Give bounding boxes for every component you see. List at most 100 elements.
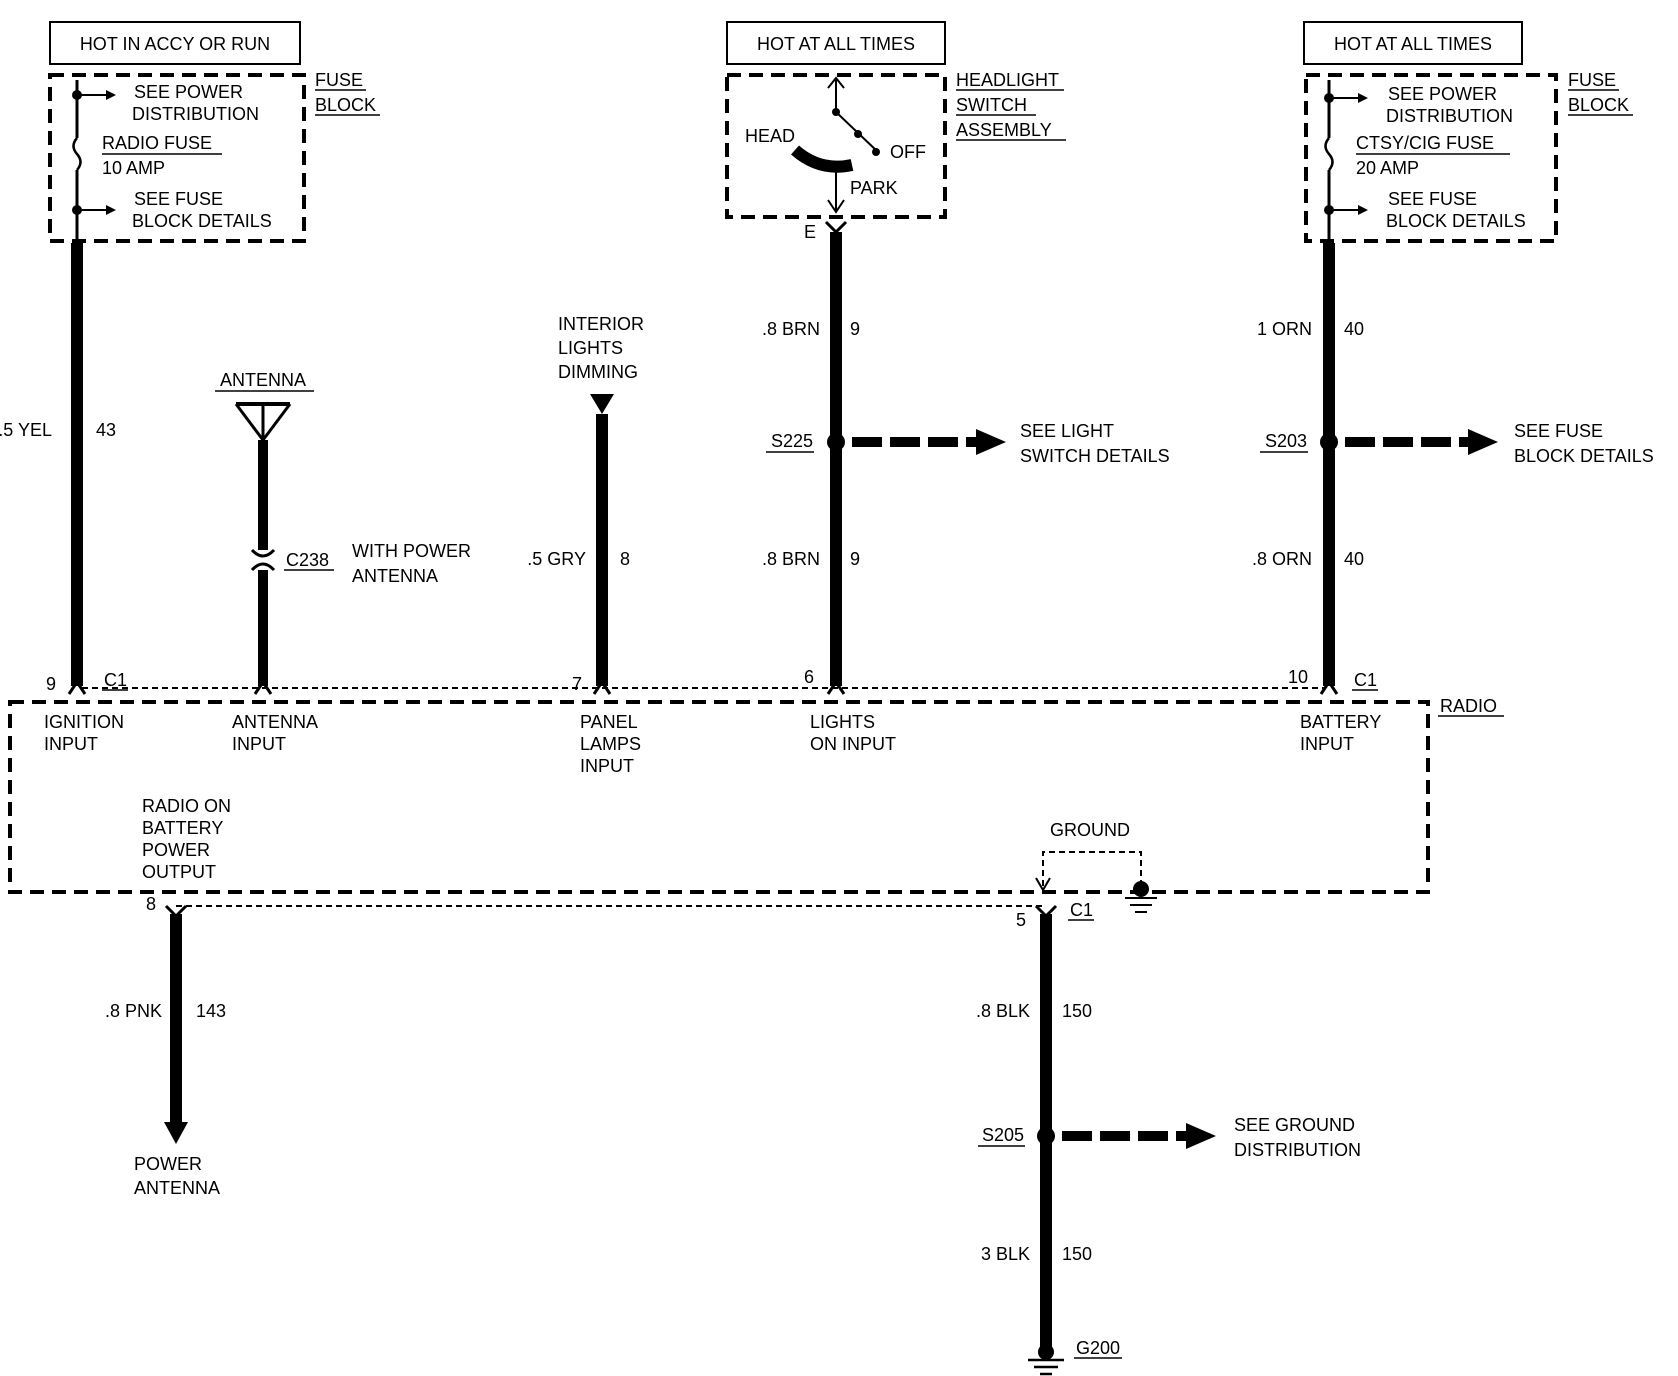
fuse-block-right-label-2: BLOCK (1568, 95, 1629, 115)
wire-black-bottom-circuit: 150 (1062, 1244, 1092, 1264)
headlight-switch-label-2: SWITCH (956, 95, 1027, 115)
power-source-left: HOT IN ACCY OR RUN (49, 21, 301, 65)
pin-battery: 10 (1288, 667, 1308, 687)
ctsy-cig-fuse-rating: 20 AMP (1356, 158, 1419, 178)
wire-ignition-circuit: 43 (96, 420, 116, 440)
radio-fuse-icon (72, 137, 82, 171)
splice-s205-icon (1037, 1127, 1055, 1145)
radio-panel-2: LAMPS (580, 734, 641, 754)
splice-s225-icon (827, 433, 845, 451)
antenna-note-2: ANTENNA (352, 566, 438, 586)
wire-orange-bottom-gauge: .8 ORN (1252, 549, 1312, 569)
ground-g200-icon (1028, 1358, 1064, 1376)
wire-orange-bottom-circuit: 40 (1344, 549, 1364, 569)
ctsy-cig-fuse-name: CTSY/CIG FUSE (1356, 133, 1494, 153)
radio-output-1: RADIO ON (142, 796, 231, 816)
wire-pink-circuit: 143 (196, 1001, 226, 1021)
splice-s203-icon (1320, 433, 1338, 451)
dimming-line-2: LIGHTS (558, 338, 623, 358)
fuse-right-see-fuse-1: SEE FUSE (1388, 189, 1477, 209)
wire-orange-top-circuit: 40 (1344, 319, 1364, 339)
radio-battery-1: BATTERY (1300, 712, 1381, 732)
radio-ignition-input-1: IGNITION (44, 712, 124, 732)
power-source-right: HOT AT ALL TIMES (1303, 21, 1523, 65)
pin-ground: 5 (1016, 910, 1026, 930)
radio-battery-2: INPUT (1300, 734, 1354, 754)
power-source-right-label: HOT AT ALL TIMES (1334, 34, 1492, 54)
radio-component: RADIO IGNITION INPUT ANTENNA INPUT PANEL… (8, 696, 1504, 913)
switch-position-park: PARK (850, 178, 898, 198)
dimming-line-3: DIMMING (558, 362, 638, 382)
dimming-source-icon (590, 394, 614, 414)
connector-c238-label: C238 (286, 550, 329, 570)
ctsy-cig-fuse-icon (1324, 137, 1334, 171)
wire-ignition-gauge: .5 YEL (0, 420, 52, 440)
splice-s205: S205 SEE GROUND DISTRIBUTION (978, 1115, 1361, 1160)
radio-panel-3: INPUT (580, 756, 634, 776)
connector-c1-right: C1 (1354, 670, 1377, 690)
wire-brown-bottom-circuit: 9 (850, 549, 860, 569)
splice-s203-id: S203 (1265, 431, 1307, 451)
fuse-right-see-fuse-2: BLOCK DETAILS (1386, 211, 1526, 231)
connector-c1-left: C1 (104, 670, 127, 690)
radio-lights-2: ON INPUT (810, 734, 896, 754)
fuse-block-right: FUSE BLOCK SEE POWER DISTRIBUTION CTSY/C… (1304, 70, 1633, 243)
splice-s225-ref-2: SWITCH DETAILS (1020, 446, 1170, 466)
wire-black-top-circuit: 150 (1062, 1001, 1092, 1021)
pin-lights: 6 (804, 667, 814, 687)
radio-antenna-input-1: ANTENNA (232, 712, 318, 732)
power-antenna-line-1: POWER (134, 1154, 202, 1174)
power-source-center: HOT AT ALL TIMES (726, 21, 946, 65)
power-source-center-label: HOT AT ALL TIMES (757, 34, 915, 54)
headlight-switch-label-1: HEADLIGHT (956, 70, 1059, 90)
wire-orange-top-gauge: 1 ORN (1257, 319, 1312, 339)
pin-output: 8 (146, 894, 156, 914)
wire-black-top-gauge: .8 BLK (976, 1001, 1030, 1021)
power-antenna-line-2: ANTENNA (134, 1178, 220, 1198)
pin-ignition: 9 (46, 674, 56, 694)
switch-position-head: HEAD (745, 126, 795, 146)
wire-ignition-43: .5 YEL 43 9 C1 (0, 243, 128, 695)
wire-power-antenna-143: 8 .8 PNK 143 POWER ANTENNA (105, 894, 226, 1198)
headlight-switch-label-3: ASSEMBLY (956, 120, 1052, 140)
wire-brown-bottom-gauge: .8 BRN (762, 549, 820, 569)
fuse-block-left: FUSE BLOCK SEE POWER DISTRIBUTION RADIO … (48, 70, 380, 243)
switch-terminal-e: E (804, 222, 816, 242)
splice-s225-ref-1: SEE LIGHT (1020, 421, 1114, 441)
radio-output-4: OUTPUT (142, 862, 216, 882)
wire-pink-gauge: .8 PNK (105, 1001, 162, 1021)
fuse-block-right-label-1: FUSE (1568, 70, 1616, 90)
antenna-circuit: ANTENNA C238 WITH POWER ANTENNA (215, 370, 471, 695)
splice-s225: S225 SEE LIGHT SWITCH DETAILS (766, 421, 1170, 466)
radio-lights-1: LIGHTS (810, 712, 875, 732)
fuse-right-see-power-1: SEE POWER (1388, 84, 1497, 104)
wire-gray-gauge: .5 GRY (527, 549, 586, 569)
wire-brown-top-gauge: .8 BRN (762, 319, 820, 339)
radio-label: RADIO (1440, 696, 1497, 716)
radio-ignition-input-2: INPUT (44, 734, 98, 754)
radio-output-2: BATTERY (142, 818, 223, 838)
wire-battery-40: 1 ORN 40 .8 ORN 40 10 C1 (1252, 243, 1378, 695)
wire-black-bottom-gauge: 3 BLK (981, 1244, 1030, 1264)
fuse-left-see-fuse-1: SEE FUSE (134, 189, 223, 209)
antenna-label: ANTENNA (220, 370, 306, 390)
splice-s203-ref-1: SEE FUSE (1514, 421, 1603, 441)
splice-s203-ref-2: BLOCK DETAILS (1514, 446, 1654, 466)
fuse-right-see-power-2: DISTRIBUTION (1386, 106, 1513, 126)
power-source-left-label: HOT IN ACCY OR RUN (80, 34, 270, 54)
wire-lights-9: .8 BRN 9 .8 BRN 9 6 (762, 220, 860, 695)
fuse-block-left-label-1: FUSE (315, 70, 363, 90)
connector-c1-ground: C1 (1070, 900, 1093, 920)
internal-ground-icon (1125, 897, 1157, 913)
fuse-left-see-power-1: SEE POWER (134, 82, 243, 102)
splice-s225-arrow-icon (976, 429, 1006, 455)
ground-g200-label: G200 (1076, 1338, 1120, 1358)
splice-s205-arrow-icon (1186, 1123, 1216, 1149)
splice-s205-id: S205 (982, 1125, 1024, 1145)
splice-s203-arrow-icon (1468, 429, 1498, 455)
pin-panel: 7 (572, 674, 582, 694)
fuse-left-see-power-2: DISTRIBUTION (132, 104, 259, 124)
radio-ground-label: GROUND (1050, 820, 1130, 840)
headlight-switch-assembly: HEADLIGHT SWITCH ASSEMBLY OFF HEAD PARK … (725, 70, 1066, 242)
